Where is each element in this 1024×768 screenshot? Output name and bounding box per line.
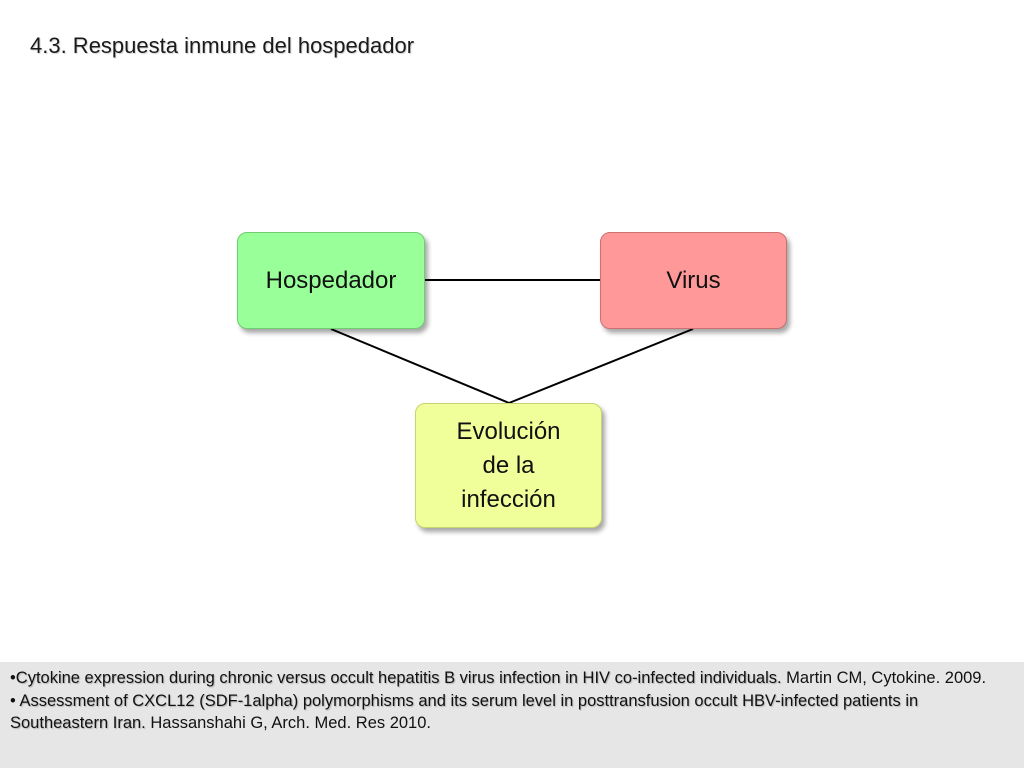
- connector-host-outcome: [330, 328, 510, 404]
- host-node: Hospedador: [237, 232, 425, 329]
- virus-node-label: Virus: [666, 266, 721, 294]
- infection-outcome-node: Evolución de la infección: [415, 403, 602, 528]
- reference-bullet: •: [10, 669, 16, 687]
- infection-outcome-node-label: Evolución de la infección: [456, 417, 561, 513]
- virus-node: Virus: [600, 232, 787, 329]
- host-node-label: Hospedador: [265, 266, 397, 294]
- reference-title: Cytokine expression during chronic versu…: [15, 669, 782, 687]
- reference-item: •Cytokine expression during chronic vers…: [10, 667, 1016, 690]
- reference-bullet: •: [10, 691, 20, 710]
- reference-title: Assessment of CXCL12 (SDF-1alpha) polymo…: [10, 691, 919, 733]
- reference-citation: Hassanshahi G, Arch. Med. Res 2010.: [145, 714, 431, 732]
- slide-title: 4.3. Respuesta inmune del hospedador: [30, 33, 415, 58]
- connector-virus-outcome: [508, 328, 694, 404]
- reference-citation: Martin CM, Cytokine. 2009.: [781, 669, 987, 687]
- reference-item: • Assessment of CXCL12 (SDF-1alpha) poly…: [10, 690, 1016, 735]
- references-footer: •Cytokine expression during chronic vers…: [0, 662, 1024, 768]
